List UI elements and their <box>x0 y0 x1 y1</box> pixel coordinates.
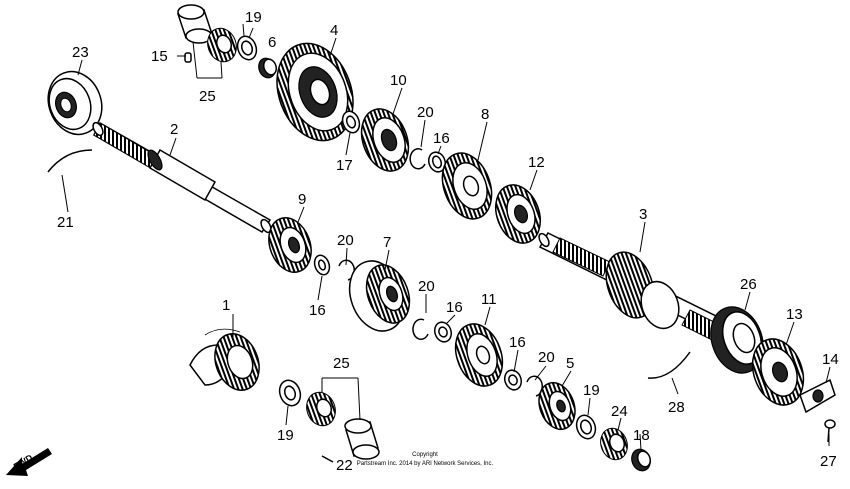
callout-25-bottom: 25 <box>333 355 350 372</box>
forward-arrow-icon <box>6 448 52 476</box>
needle-bearing-24 <box>600 427 628 461</box>
circlip-21 <box>47 149 93 173</box>
bushing-25-bottom <box>344 418 380 460</box>
washer-17 <box>341 110 361 134</box>
circlip-28 <box>647 351 691 379</box>
callout-2: 2 <box>170 121 178 138</box>
callout-24: 24 <box>611 403 628 420</box>
callout-19-right: 19 <box>583 382 600 399</box>
callout-20-b: 20 <box>337 232 354 249</box>
callout-20-d: 20 <box>538 349 555 366</box>
callout-22: 22 <box>336 457 353 474</box>
callout-23: 23 <box>72 44 89 61</box>
callout-26: 26 <box>740 276 757 293</box>
gear-11 <box>454 323 504 387</box>
bushing-18 <box>631 448 652 472</box>
gear-12 <box>495 184 541 244</box>
washer-19-left <box>278 379 302 407</box>
callout-3: 3 <box>639 206 647 223</box>
needle-bearing-25-bottom <box>306 391 336 427</box>
callout-13: 13 <box>786 306 803 323</box>
callout-16-b: 16 <box>309 302 326 319</box>
callout-27: 27 <box>820 453 837 470</box>
washer-19-top <box>236 35 258 61</box>
callout-8: 8 <box>481 106 489 123</box>
callout-16-a: 16 <box>433 130 450 147</box>
gear-5 <box>538 381 576 431</box>
circlip-20-a <box>409 148 426 170</box>
callout-16-c: 16 <box>446 299 463 316</box>
pin-15 <box>184 52 192 63</box>
washer-19-right <box>575 414 597 440</box>
washer-16-c <box>433 321 453 343</box>
clip-22 <box>321 455 334 463</box>
callout-7: 7 <box>383 234 391 251</box>
retainer-plate-14 <box>799 378 836 414</box>
washer-16-d <box>503 369 523 391</box>
callout-11: 11 <box>481 291 497 308</box>
bolt-27 <box>824 419 836 443</box>
copyright-line1: Copyright <box>412 452 438 458</box>
washer-16-b <box>313 254 331 276</box>
callout-15: 15 <box>151 48 168 65</box>
leader-lines <box>61 23 831 451</box>
callout-1: 1 <box>222 297 230 314</box>
callout-4: 4 <box>330 22 338 39</box>
callout-17: 17 <box>336 157 353 174</box>
countershaft-3 <box>538 232 722 341</box>
washer-16-a <box>427 151 447 173</box>
gear-10 <box>360 108 410 172</box>
callout-20-c: 20 <box>418 278 435 295</box>
gear-8 <box>441 152 493 220</box>
gear-9 <box>268 217 312 273</box>
callout-12: 12 <box>528 154 545 171</box>
mainshaft-2 <box>92 121 272 234</box>
callout-21: 21 <box>57 214 74 231</box>
callout-20-a: 20 <box>417 104 434 121</box>
bushing-25-top <box>177 4 213 44</box>
needle-bearing-25-top <box>207 27 237 63</box>
oil-seal-26 <box>710 306 764 374</box>
callout-25-top: 25 <box>199 88 216 105</box>
bushing-6 <box>258 57 278 79</box>
callout-19-left: 19 <box>277 427 294 444</box>
copyright-line2: Partstream Inc. 2014 by ARI Network Serv… <box>357 461 494 467</box>
callout-9: 9 <box>298 191 306 208</box>
kick-gear-1 <box>189 328 260 391</box>
callout-6: 6 <box>268 34 276 51</box>
bearing-23 <box>47 70 103 136</box>
circlip-20-c <box>412 318 429 340</box>
gear-4 <box>276 42 354 142</box>
callout-28: 28 <box>668 399 685 416</box>
callout-10: 10 <box>390 72 407 89</box>
callout-14: 14 <box>822 351 839 368</box>
callout-19-top: 19 <box>245 9 262 26</box>
gear-7 <box>348 260 411 332</box>
sprocket-13 <box>751 338 805 406</box>
callout-16-d: 16 <box>509 334 526 351</box>
callout-5: 5 <box>566 355 574 372</box>
callout-18: 18 <box>633 427 650 444</box>
